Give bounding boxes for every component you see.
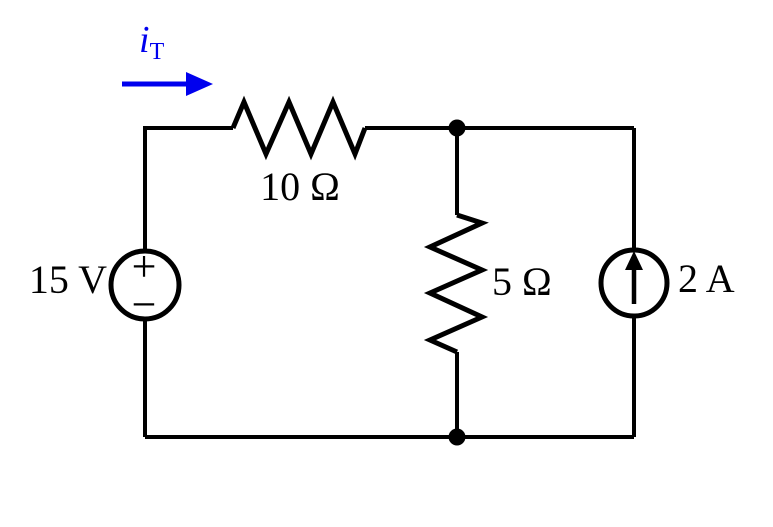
- series-resistor-symbol: [230, 95, 368, 161]
- junction-dot-bottom: [448, 428, 466, 446]
- current-source-arrow-head-icon: [625, 251, 643, 270]
- voltage-source-circle: [108, 248, 182, 322]
- voltage-source-label: 15 V: [29, 257, 107, 302]
- total-current-symbol: i: [139, 19, 150, 61]
- current-source-circle: [598, 247, 670, 319]
- total-current-arrow-head-icon: [186, 72, 213, 96]
- junction-dot-top: [448, 119, 466, 137]
- total-current-label: iT: [139, 19, 165, 65]
- voltage-source-minus: −: [132, 280, 157, 329]
- voltage-source-plus: +: [132, 242, 157, 291]
- total-current-subscript: T: [150, 39, 165, 65]
- series-resistor-label: 10 Ω: [260, 164, 340, 209]
- current-source-label: 2 A: [678, 256, 735, 301]
- wire-top-left: [143, 126, 233, 251]
- shunt-resistor-symbol: [423, 212, 489, 355]
- shunt-resistor-label: 5 Ω: [492, 259, 552, 304]
